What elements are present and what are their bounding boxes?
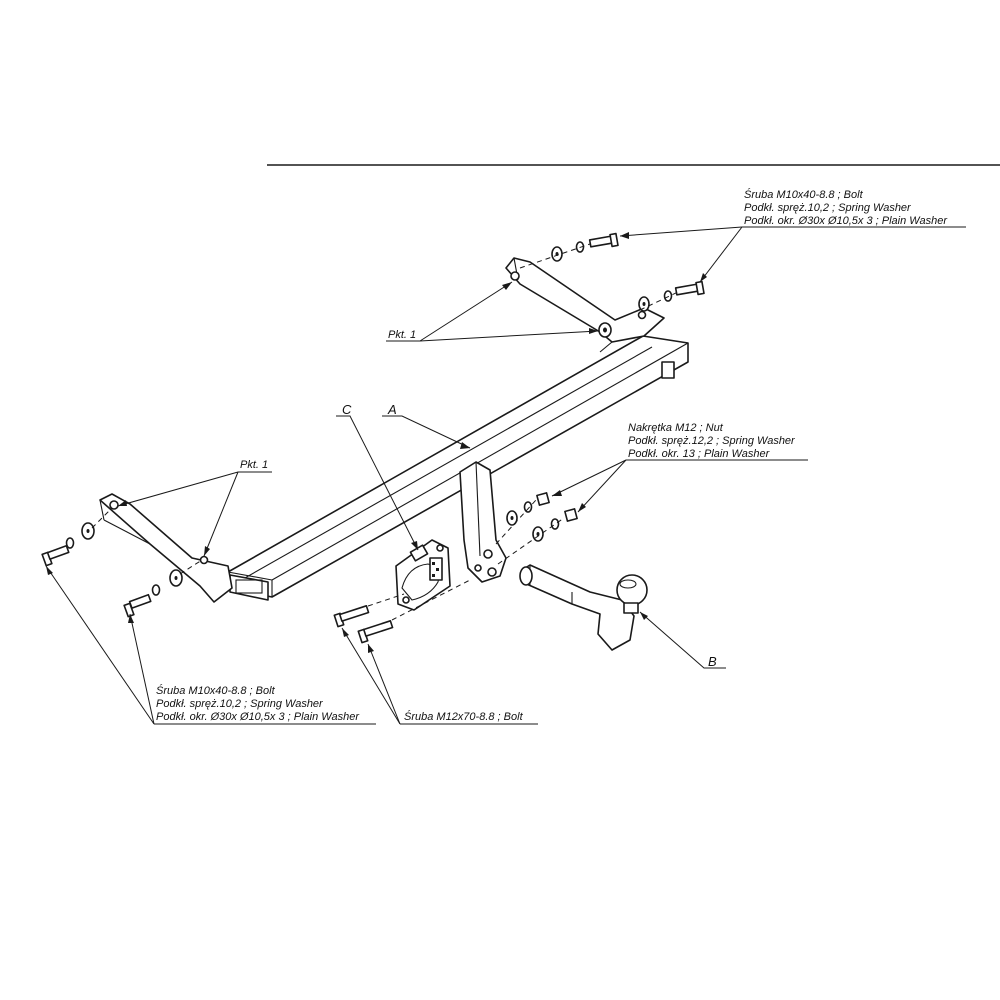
callout-top-right-line-3: Podkł. okr. Ø30x Ø10,5x 3 ; Plain Washer [744, 215, 948, 227]
callout-middle-right-line-1: Nakrętka M12 ; Nut [628, 422, 724, 434]
tow-ball-arm [519, 564, 648, 651]
label-b: B [708, 654, 717, 669]
label-pkt-left: Pkt. 1 [240, 459, 268, 471]
label-a: A [387, 402, 397, 417]
callout-bottom-left-line-1: Śruba M10x40-8.8 ; Bolt [156, 684, 276, 697]
callout-top-right-line-1: Śruba M10x40-8.8 ; Bolt [744, 188, 864, 201]
center-nut-lower [564, 508, 578, 522]
m12-bolt-lower [357, 620, 394, 644]
callout-bottom-left-line-3: Podkł. okr. Ø30x Ø10,5x 3 ; Plain Washer [156, 711, 360, 723]
center-mount-plate [459, 461, 507, 583]
callout-bottom-middle: Śruba M12x70-8.8 ; Bolt [404, 710, 524, 723]
top-right-bolt-upper [588, 232, 619, 248]
callout-top-right-line-2: Podkł. spręż.10,2 ; Spring Washer [744, 202, 912, 214]
label-c: C [342, 402, 352, 417]
top-right-plain-washer-upper [551, 246, 563, 262]
top-right-plain-washer-lower [638, 296, 650, 312]
callout-bottom-left: Śruba M10x40-8.8 ; Bolt Podkł. spręż.10,… [156, 684, 360, 723]
center-nut-upper [536, 492, 550, 506]
left-plain-washer-lower [169, 569, 183, 587]
center-spring-washer-upper [523, 501, 533, 513]
callout-top-right: Śruba M10x40-8.8 ; Bolt Podkł. spręż.10,… [744, 188, 948, 227]
left-side-bracket [99, 493, 233, 603]
callout-middle-right-line-2: Podkł. spręż.12,2 ; Spring Washer [628, 435, 796, 447]
left-spring-washer-lower [151, 584, 161, 596]
left-bolt-lower [123, 593, 152, 618]
center-spring-washer-lower [550, 518, 560, 530]
callout-middle-right: Nakrętka M12 ; Nut Podkł. spręż.12,2 ; S… [628, 422, 796, 460]
top-right-spring-washer-lower [663, 290, 673, 302]
center-plain-washer-lower [532, 526, 544, 542]
right-bracket-nut [598, 322, 612, 338]
left-bolt-upper [41, 544, 70, 567]
label-pkt-top: Pkt. 1 [388, 329, 416, 341]
right-side-bracket [505, 257, 665, 353]
m12-bolt-upper [333, 605, 370, 628]
left-spring-washer-upper [65, 537, 75, 549]
callout-bottom-left-line-2: Podkł. spręż.10,2 ; Spring Washer [156, 698, 324, 710]
callout-middle-right-line-3: Podkł. okr. 13 ; Plain Washer [628, 448, 771, 460]
center-plain-washer-upper [506, 510, 518, 526]
socket-plate [395, 539, 451, 611]
top-right-bolt-lower [674, 280, 705, 296]
left-plain-washer-upper [81, 522, 95, 540]
